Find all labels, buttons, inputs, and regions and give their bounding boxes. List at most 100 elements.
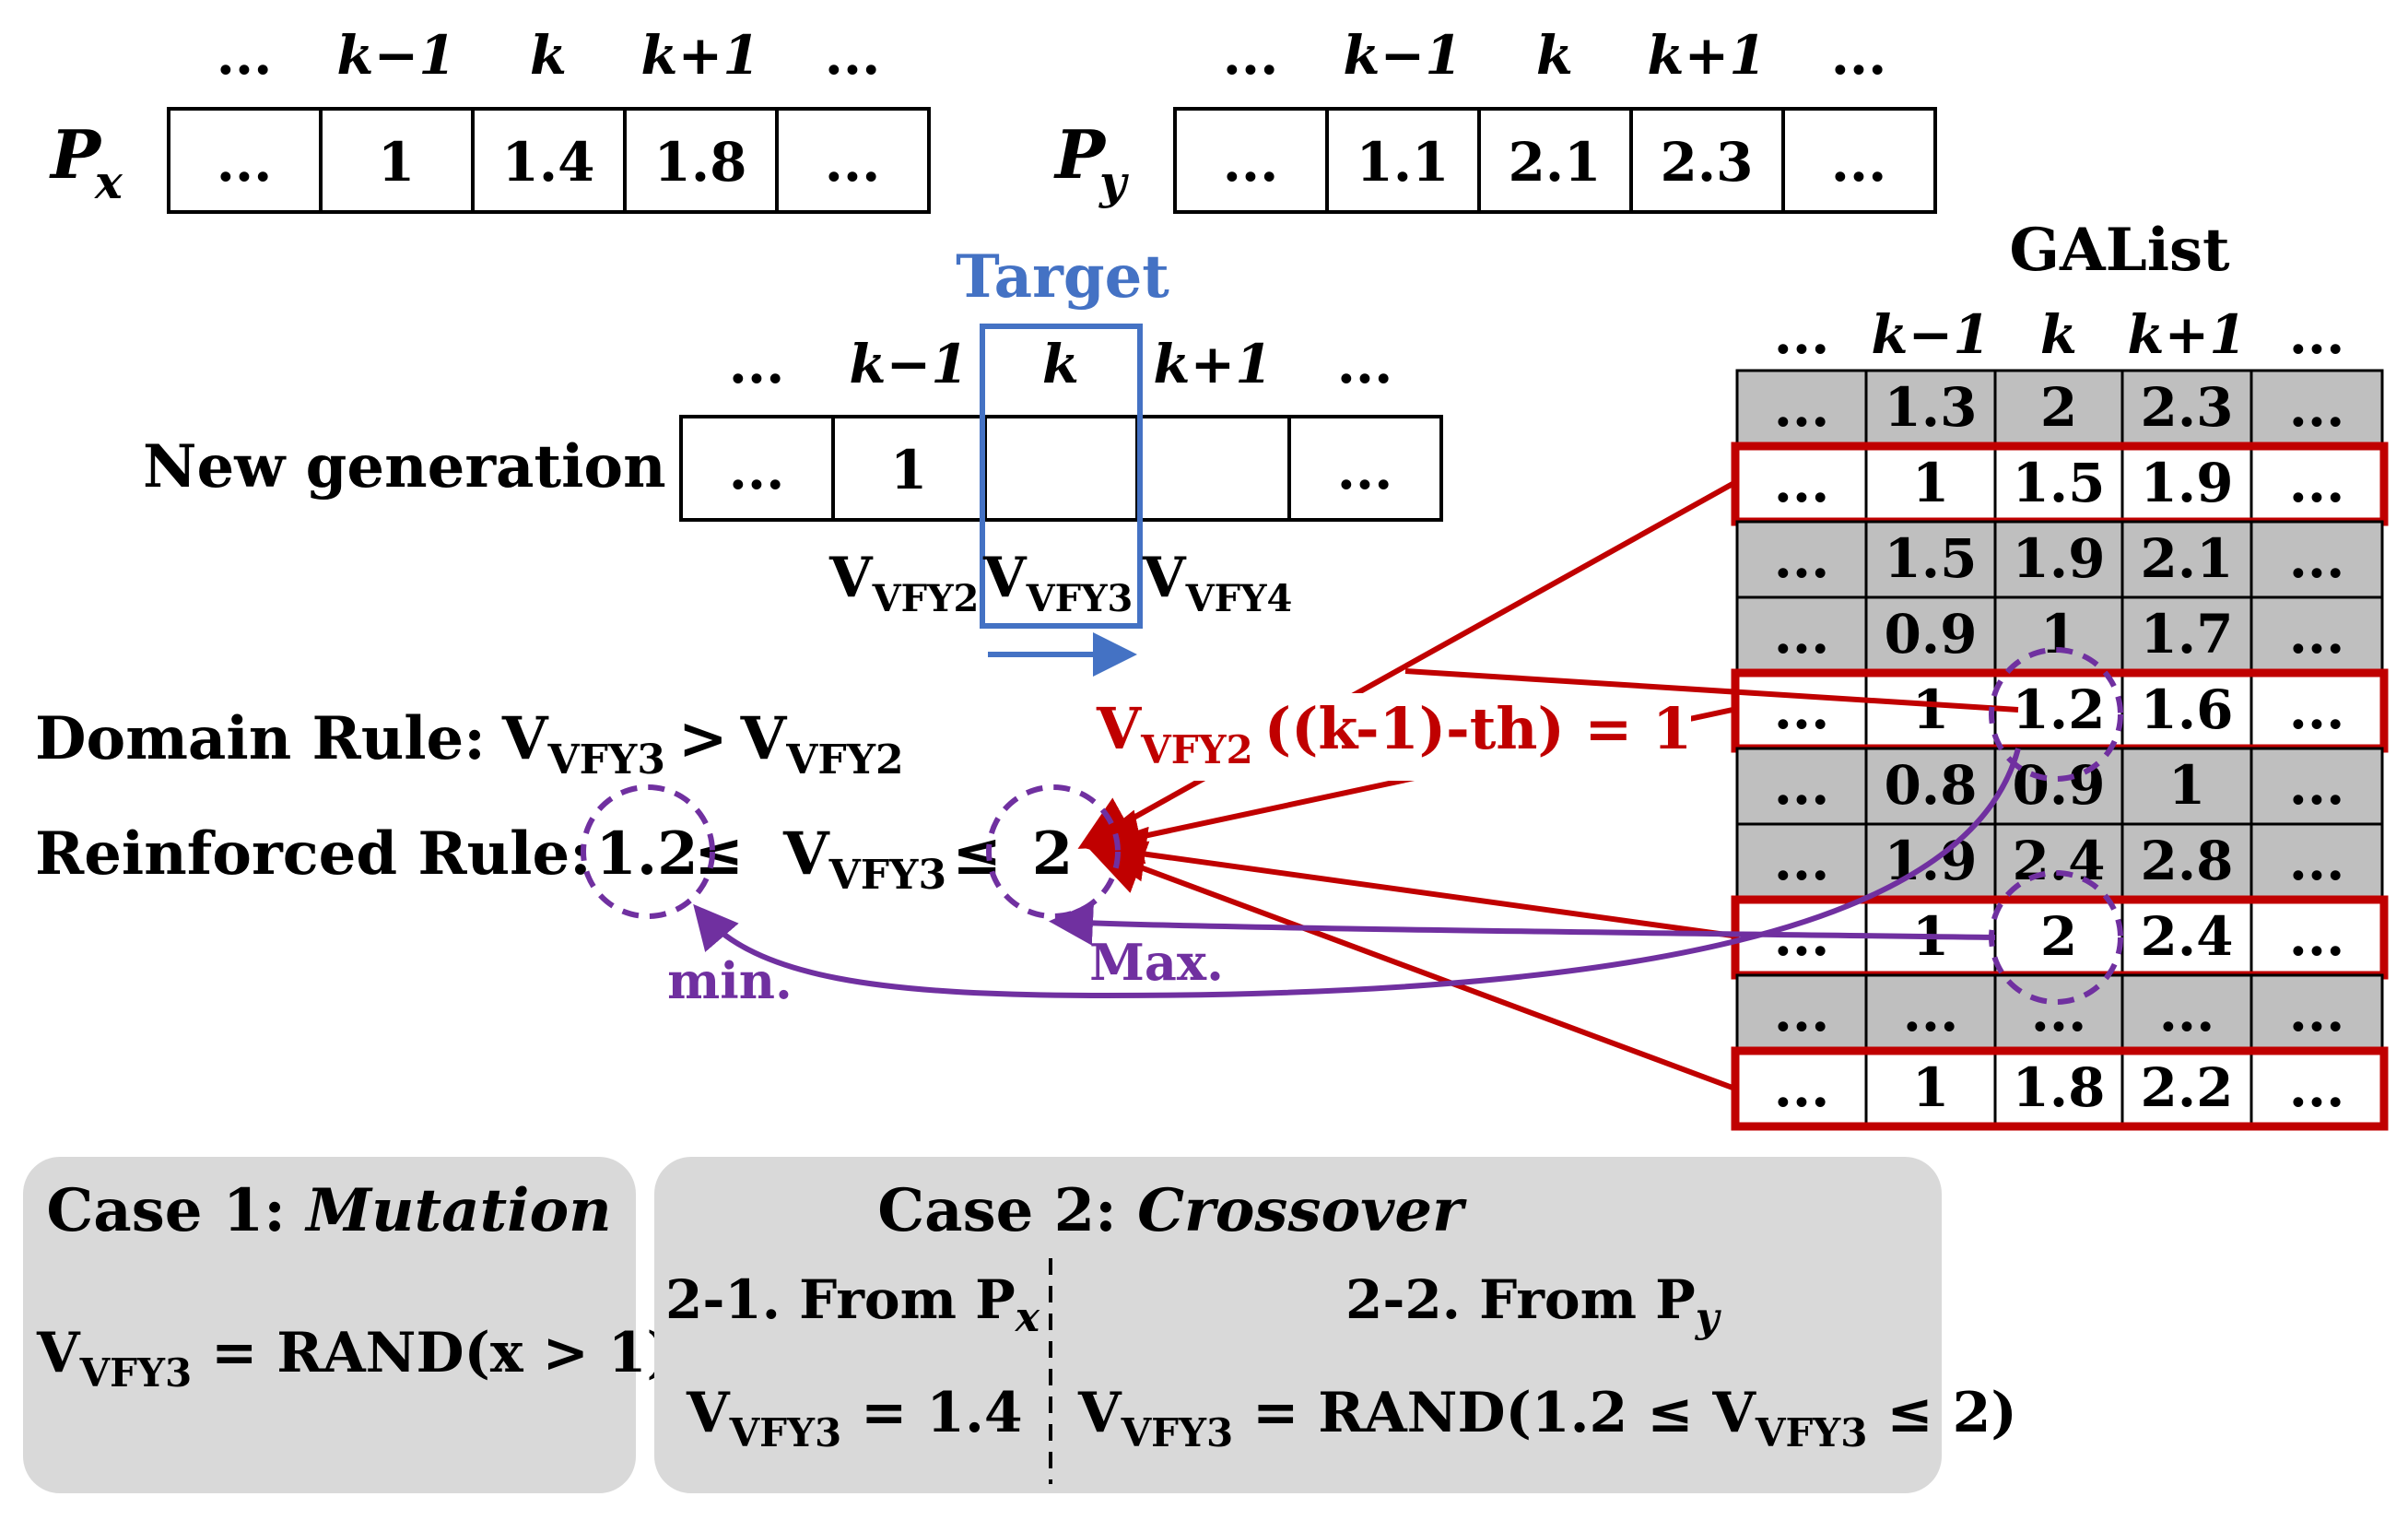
galist-header-4: ... (2289, 303, 2345, 366)
new-generation-cells: ... 1 ... (679, 415, 1443, 522)
py-sub: y (1098, 155, 1129, 209)
galist-header-2: k (2040, 303, 2077, 366)
v-labels: VVFY2 VVFY3 VVFY4 (828, 546, 1292, 620)
galist-cell-value: 1 (1912, 678, 1949, 741)
py-headers: ... k−1 k k+1 ... (1223, 24, 1887, 87)
galist-cell-value: 1 (1912, 452, 1949, 514)
galist-cell-value: ... (1774, 527, 1830, 590)
galist-cell (2249, 822, 2384, 901)
new-generation-label: New generation (143, 432, 666, 501)
case2-bg (654, 1157, 1942, 1493)
reinforced-rule-max: 2 (1032, 819, 1074, 889)
v-vfy3-label: VVFY3 (982, 546, 1133, 620)
galist-title: GAList (2009, 216, 2230, 285)
galist-cell-value: 2.3 (2141, 376, 2234, 439)
galist-cell-value: 2 (2040, 376, 2077, 439)
py-header-2: k (1536, 24, 1573, 87)
galist-highlight-row (1731, 1046, 2389, 1131)
py-value-4: ... (1831, 131, 1887, 194)
galist-headers: ... k−1 k k+1... (1774, 303, 2345, 366)
galist-cell-value: ... (1774, 981, 1830, 1043)
galist-cell-value: ... (2289, 527, 2345, 590)
galist-cell-value: 1 (2168, 754, 2205, 817)
px-value-4: ... (825, 131, 881, 194)
galist-cell-value: 0.9 (1885, 603, 1978, 666)
ng-cell-1 (831, 415, 987, 522)
max-circle (986, 784, 1121, 919)
px-header-3: k+1 (640, 24, 759, 87)
px-value-1: 1 (378, 131, 415, 194)
connector-row1 (1077, 481, 1734, 849)
py-header-1: k−1 (1343, 24, 1462, 87)
galist-cell (2249, 520, 2384, 599)
connector-row9 (1087, 841, 1734, 1090)
py-cell-2 (1477, 107, 1633, 214)
galist-cell-value: 1 (1912, 1056, 1949, 1119)
galist-cell (2120, 747, 2253, 826)
purple-arrows: min. Max. (667, 647, 2123, 1010)
galist-cell-value: ... (2289, 678, 2345, 741)
case2-right-formula: VVFY3 = RAND(1.2 ≤ VVFY3 ≤ 2) (1077, 1381, 2017, 1455)
px-header-1: k−1 (336, 24, 455, 87)
annotation-text: VVFY2((k-1)-th) = 1 (1096, 695, 1692, 772)
ng-cell-0 (679, 415, 835, 522)
galist-cell-value: 2.2 (2141, 1056, 2234, 1119)
annotation-vfy2: VVFY2((k-1)-th) = 1 (1083, 693, 1692, 781)
ng-value-0: ... (729, 439, 785, 501)
ng-header-1: k−1 (849, 333, 968, 395)
galist-cell-value: ... (2031, 981, 2087, 1043)
galist-cell-value: 2.1 (2141, 527, 2234, 590)
galist-header-3: k+1 (2127, 303, 2246, 366)
py-cells: ... 1.1 2.1 2.3 ... (1173, 107, 1937, 214)
ng-value-1: 1 (890, 439, 927, 501)
galist-cell-value: 2 (2040, 905, 2077, 968)
galist-cell (1864, 973, 1997, 1053)
py-cell-3 (1629, 107, 1785, 214)
py-cell-4 (1781, 107, 1937, 214)
galist-cell-value: 1.5 (2013, 452, 2106, 514)
px-array: P x ... k−1 k k+1 ... ... 1 1.4 1.8 ... (49, 24, 931, 214)
v-vfy2-label: VVFY2 (828, 546, 979, 620)
galist-header-1: k−1 (1871, 303, 1990, 366)
case1-bg (23, 1157, 636, 1493)
px-sub: x (94, 155, 123, 209)
py-value-3: 2.3 (1661, 131, 1754, 194)
px-headers: ... k−1 k k+1 ... (217, 24, 881, 87)
max-arrow (1049, 901, 1996, 946)
px-cell-4 (775, 107, 931, 214)
galist-cell (2120, 520, 2253, 599)
galist-cell (1735, 822, 1868, 901)
reinforced-rule-v: VVFY3 (782, 819, 946, 899)
galist-cell-value: 1.6 (2141, 678, 2234, 741)
target-label: Target (956, 242, 1169, 312)
px-cell-1 (319, 107, 475, 214)
galist-cell (1735, 520, 1868, 599)
connector-row4 (1404, 668, 2019, 713)
galist-cell (2249, 973, 2384, 1053)
ng-header-2: k (1042, 333, 1079, 395)
v-vfy4-label: VVFY4 (1142, 546, 1292, 620)
annotation-bg (1083, 693, 1691, 781)
py-array: P y ... k−1 k k+1 ... ... 1.1 2.1 2.3 ..… (1053, 24, 1937, 214)
py-value-2: 2.1 (1509, 131, 1602, 194)
galist-cell (2120, 973, 2253, 1053)
new-generation-headers: ... k−1 k k+1 ... (729, 333, 1393, 395)
galist-cell-value: 1.9 (2141, 452, 2234, 514)
galist-cell (2120, 595, 2253, 675)
galist-cell-value: 2.4 (2141, 905, 2234, 968)
galist-header-0: ... (1774, 303, 1830, 366)
reinforced-rule-leq-1: ≤ (694, 819, 744, 889)
galist-cell (1735, 973, 1868, 1053)
galist-cell-value: 1.5 (1885, 527, 1978, 590)
case2-panel: Case 2: Crossover 2-1. From Px VVFY3 = 1… (654, 1157, 2017, 1493)
galist-cell-value: ... (1774, 678, 1830, 741)
case2-title: Case 2: Crossover (877, 1176, 1467, 1245)
galist-cell-value: 0.9 (2013, 754, 2106, 817)
domain-rule-text: Domain Rule:VVFY3>VVFY2 (35, 704, 904, 784)
galist-cell (2249, 1049, 2384, 1128)
galist-cell-value: ... (1903, 981, 1959, 1043)
ng-cell-4 (1287, 415, 1443, 522)
px-cell-0 (167, 107, 323, 214)
galist-cell-value: ... (2289, 754, 2345, 817)
